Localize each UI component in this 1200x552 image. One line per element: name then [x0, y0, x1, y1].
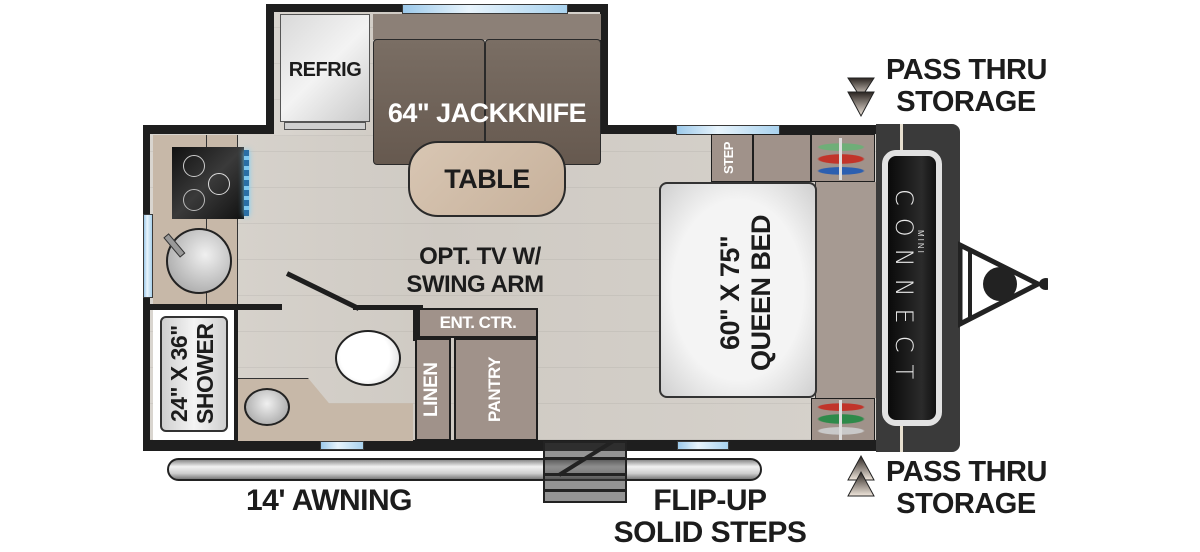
- brand-logo: CONNECT: [890, 188, 918, 392]
- refrigerator: [280, 14, 370, 122]
- shower-label-line2: SHOWER: [192, 323, 218, 425]
- brand-logo-sub: MINI: [916, 230, 925, 255]
- dinette-table: [408, 141, 566, 217]
- pass-thru-arrow-down-icon: [846, 76, 876, 120]
- pass-thru-bottom-line1: PASS THRU: [886, 456, 1047, 488]
- refrigerator-door: [284, 122, 366, 130]
- window-kitchen-left: [143, 214, 153, 298]
- pass-thru-top-line1: PASS THRU: [886, 54, 1047, 86]
- burner-2: [208, 173, 230, 195]
- steps-label-line2: SOLID STEPS: [613, 516, 807, 549]
- bed-label-line1: 60" X 75": [715, 235, 745, 351]
- window-bath-bottom: [320, 441, 364, 450]
- entertainment-center: [418, 308, 538, 338]
- bath-sink: [244, 388, 290, 426]
- kitchen-sink: [166, 228, 232, 294]
- bed-label-line2: QUEEN BED: [746, 214, 776, 372]
- window-bed-bottom: [677, 441, 729, 450]
- shower-pan: [160, 316, 228, 432]
- nightstand-top: [753, 134, 811, 182]
- sofa-back: [373, 14, 601, 40]
- linen-label: LINEN: [421, 362, 442, 418]
- queen-bed: [659, 182, 817, 398]
- steps-label-line1: FLIP-UP: [653, 484, 767, 517]
- bath-wall-right-top: [353, 305, 423, 310]
- hitch-icon: [957, 240, 1053, 329]
- closet-rod-top: [839, 138, 842, 180]
- counter-divider: [206, 135, 207, 305]
- window-slide-top: [402, 4, 568, 14]
- table-label: TABLE: [444, 164, 530, 194]
- shower-wall: [234, 310, 238, 440]
- bath-wall-top: [150, 304, 282, 310]
- awning-label: 14' AWNING: [245, 484, 413, 517]
- hitch-tongue: [957, 240, 1053, 330]
- pantry-cabinet: [454, 338, 538, 441]
- flip-up-steps: [543, 441, 627, 503]
- pantry-label: PANTRY: [485, 357, 504, 423]
- step-label: STEP: [721, 142, 736, 174]
- tv-label-line1: OPT. TV W/: [419, 243, 541, 270]
- front-cap-window: [882, 150, 942, 426]
- closet-rod-bottom: [839, 400, 842, 440]
- linen-cabinet: [415, 338, 451, 441]
- bath-wall-right: [413, 305, 419, 341]
- awning: [167, 458, 762, 481]
- ent-ctr-label: ENT. CTR.: [439, 313, 517, 332]
- toilet: [335, 330, 401, 386]
- step: [711, 134, 753, 182]
- pass-thru-arrow-up-icon: [846, 454, 876, 498]
- refrigerator-label: REFRIG: [288, 59, 362, 81]
- tv-label-line2: SWING ARM: [406, 271, 544, 298]
- jackknife-label: 64" JACKKNIFE: [387, 98, 587, 128]
- stove-knobs: [244, 150, 249, 216]
- pass-thru-top-line2: STORAGE: [896, 86, 1036, 118]
- burner-3: [183, 189, 205, 211]
- burner-1: [183, 155, 205, 177]
- shower-label-line1: 24" X 36": [166, 325, 192, 423]
- bed-base: [815, 182, 878, 398]
- pass-thru-bottom-line2: STORAGE: [896, 488, 1036, 520]
